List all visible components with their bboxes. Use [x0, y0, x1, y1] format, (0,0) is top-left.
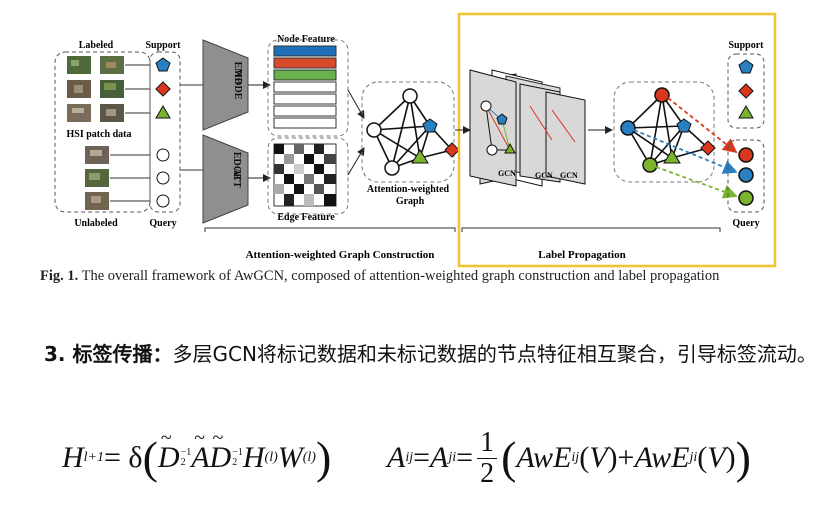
query-node: [156, 171, 170, 185]
att-edge-label-2: EDGE: [231, 152, 242, 181]
unlabeled-label: Unlabeled: [74, 218, 118, 229]
formula1-w: W: [277, 441, 303, 474]
formula2-eq1: =: [413, 441, 431, 474]
query-red-node: [738, 147, 754, 163]
construction-label: Attention-weighted Graph Construction: [246, 249, 435, 261]
hsi-patch-label: HSI patch data: [66, 129, 131, 140]
edge-feature-matrix: [273, 143, 337, 207]
formula1-a: A: [191, 427, 209, 475]
graph-label: Attention-weighted: [367, 184, 450, 195]
graph-box: [361, 81, 455, 183]
formula1-exp1-den: 2: [180, 457, 186, 468]
caption-fig-number: Fig. 1.: [40, 268, 79, 284]
formula2-close-paren: ): [735, 432, 751, 483]
support-pentagon-icon: [155, 57, 171, 72]
formula2-term1-sub: ij: [571, 450, 580, 465]
framework-figure: Labeled HSI patch data Unlabeled Support…: [54, 12, 777, 268]
support-label: Support: [145, 40, 181, 51]
node-emb-module: [202, 39, 249, 131]
formula2-v2: V: [707, 441, 726, 474]
support-query-box: [149, 51, 181, 213]
right-support-label: Support: [728, 40, 764, 51]
formula2-v1: V: [589, 441, 608, 474]
formula2-a2-sub: ji: [448, 450, 457, 465]
attention-graph: [373, 95, 453, 169]
formula2-half-num: 1: [477, 427, 498, 459]
formula1-exp2-num: −1: [232, 447, 243, 458]
formula1-d: D: [158, 427, 180, 475]
formula2-term2-sub: ji: [689, 450, 698, 465]
gcn-layers: GCN GCN GCN: [469, 69, 586, 187]
query-label: Query: [149, 218, 176, 229]
node-emb-label-2: EMB: [232, 62, 243, 85]
output-graph: [627, 94, 709, 166]
point-body: 多层GCN将标记数据和未标记数据的节点特征相互聚合，引导标签流动。: [172, 342, 817, 366]
formula1-h-sup: (l): [264, 450, 278, 465]
gcn-label: GCN: [498, 169, 516, 178]
graph-pentagon-icon: [422, 118, 438, 133]
formula2-a1: A: [387, 441, 406, 474]
formula2-v1-close: ): [607, 441, 618, 474]
query-green-node: [738, 190, 754, 206]
formula2-plus: +: [617, 441, 635, 474]
figure-caption: Fig. 1. The overall framework of AwGCN, …: [40, 268, 830, 285]
formulas: Hl+1 = δ(D−12AD−12H(l)W(l)) Aij = Aji = …: [62, 418, 822, 498]
formula1-close-paren: ): [315, 432, 332, 483]
graph-diamond-icon: [444, 142, 460, 158]
right-diamond-icon: [738, 83, 754, 99]
support-triangle-icon: [155, 105, 171, 119]
labeled-label: Labeled: [79, 40, 114, 51]
formula1-exp2-den: 2: [232, 457, 238, 468]
query-blue-node: [738, 167, 754, 183]
edge-feature-label: Edge Feature: [277, 212, 335, 223]
formula2-v2-open: (: [697, 441, 708, 474]
query-node: [156, 194, 170, 208]
gcn-propagation-formula: Hl+1 = δ(D−12AD−12H(l)W(l)): [62, 418, 331, 498]
formula2-v1-open: (: [579, 441, 590, 474]
formula1-d2: D: [210, 427, 232, 475]
gcn-label-2: GCN: [535, 171, 553, 180]
formula1-open-paren: (: [142, 432, 158, 483]
point-title: 标签传播：: [65, 342, 173, 366]
formula2-open-paren: (: [501, 432, 517, 483]
right-pentagon-icon: [738, 59, 754, 74]
formula2-a1-sub: ij: [405, 450, 414, 465]
gcn-label-3: GCN: [560, 171, 578, 180]
formula2-v2-close: ): [725, 441, 736, 474]
formula1-w-sup: (l): [302, 450, 316, 465]
att-edge-module: [202, 134, 249, 224]
right-query-label: Query: [732, 218, 759, 229]
formula2-term2: AwE: [634, 441, 690, 474]
formula1-lhs-sup: l+1: [83, 450, 105, 465]
support-diamond-icon: [155, 81, 171, 97]
node-feature-bars: [273, 45, 337, 129]
propagation-label: Label Propagation: [538, 249, 626, 261]
hsi-patch-box: [54, 51, 151, 213]
label-propagation-highlight: [457, 12, 777, 268]
formula1-eq: = δ: [104, 441, 143, 474]
formula2-a2: A: [430, 441, 449, 474]
unlabeled-patches: [85, 146, 109, 210]
point-number: 3.: [44, 342, 66, 366]
node-emb-label: NODE: [232, 71, 243, 100]
right-triangle-icon: [738, 105, 754, 119]
graph-triangle-icon: [411, 149, 429, 164]
point-text: 3. 标签传播：多层GCN将标记数据和未标记数据的节点特征相互聚合，引导标签流动…: [44, 340, 824, 368]
graph-label-2: Graph: [396, 196, 425, 207]
labeled-patches: [67, 56, 124, 122]
formula1-lhs: H: [62, 441, 84, 474]
formula1-h: H: [242, 441, 265, 474]
formula1-exp1-num: −1: [180, 447, 192, 458]
formula2-term1: AwE: [516, 441, 572, 474]
formula2-eq2: =: [456, 441, 474, 474]
query-node: [156, 148, 170, 162]
output-graph-box: [613, 81, 715, 183]
caption-text: The overall framework of AwGCN, composed…: [78, 268, 720, 284]
att-edge-label: ATT: [231, 168, 242, 188]
formula2-half-den: 2: [480, 457, 495, 489]
